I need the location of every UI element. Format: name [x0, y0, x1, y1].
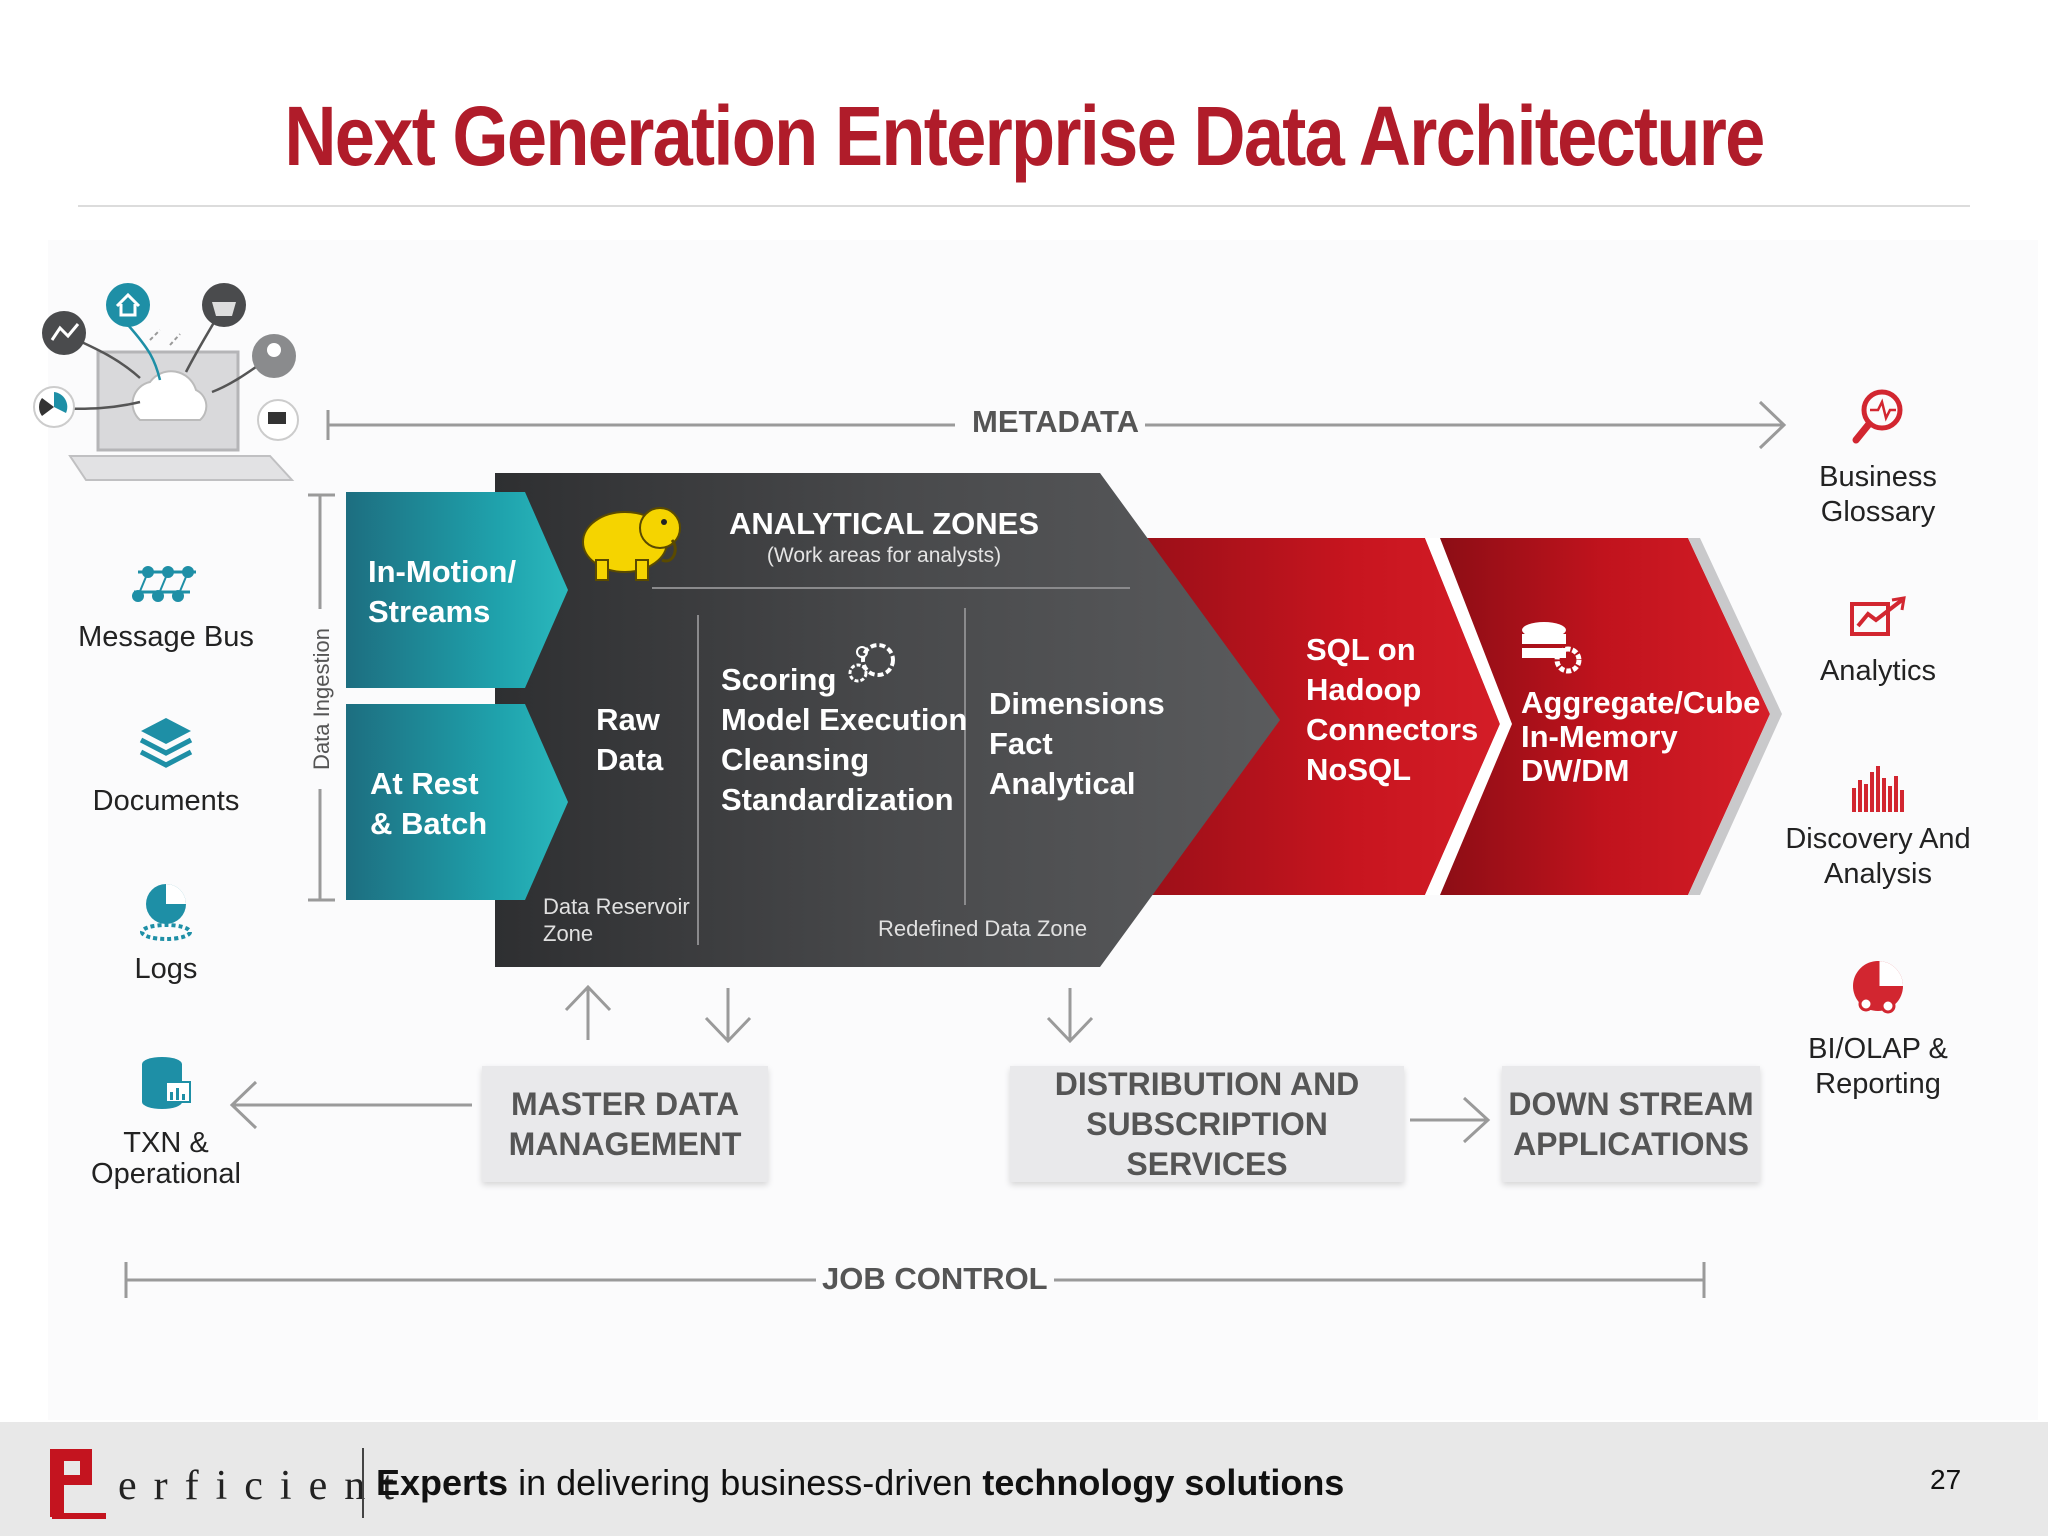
aggregate-label: Aggregate/Cube In-Memory DW/DM: [1521, 685, 1761, 788]
title-divider: [78, 205, 1970, 207]
page-title: Next Generation Enterprise Data Architec…: [284, 89, 1765, 183]
metadata-arrow: [326, 400, 1787, 450]
hadoop-elephant-icon: [582, 507, 681, 581]
analytical-zones-title: ANALYTICAL ZONES: [728, 506, 1040, 541]
distribution-subscription-box: DISTRIBUTION AND SUBSCRIPTION SERVICES: [1010, 1066, 1404, 1182]
laptop-cloud-illustration: [33, 283, 299, 481]
source-label-message-bus: Message Bus: [78, 621, 254, 653]
database-gear-icon: [1522, 622, 1582, 674]
page-number: 27: [1930, 1464, 1962, 1495]
database-chart-icon: [142, 1057, 191, 1109]
data-ingestion-label: Data Ingestion: [309, 609, 335, 789]
tagline-bold-solutions: technology solutions: [982, 1462, 1345, 1503]
home-icon: [106, 283, 150, 327]
source-label-documents: Documents: [92, 785, 240, 817]
tagline-bold-experts: Experts: [376, 1462, 509, 1503]
analytical-zones-subtitle: (Work areas for analysts): [766, 544, 1002, 567]
architecture-diagram: [33, 283, 1906, 1298]
batch-chevron: [346, 704, 568, 900]
master-data-management-box: MASTER DATA MANAGEMENT: [482, 1066, 768, 1182]
source-label-logs: Logs: [134, 953, 198, 985]
output-label-business-glossary: Business Glossary: [1819, 461, 1937, 528]
flow-arrows: [229, 984, 1491, 1144]
metadata-label: METADATA: [966, 404, 1146, 440]
documents-stack-icon: [139, 718, 193, 768]
pie-gear-icon: [1853, 961, 1903, 1014]
trend-chart-icon: [1850, 596, 1906, 636]
dimensions-label: Dimensions Fact Analytical: [989, 686, 1165, 801]
job-control-label: JOB CONTROL: [816, 1261, 1054, 1297]
sql-hadoop-chevron: [1140, 538, 1500, 895]
redefined-data-zone-label: Redefined Data Zone: [878, 916, 1088, 941]
footer-separator: [362, 1448, 364, 1518]
perficient-logo-icon: [50, 1449, 106, 1519]
tagline-middle: in delivering business-driven: [508, 1462, 983, 1503]
footer-bar: [0, 1422, 2048, 1536]
aggregate-chevron: [1440, 538, 1770, 895]
downstream-applications-box: DOWN STREAM APPLICATIONS: [1502, 1066, 1760, 1182]
footer-tagline: Experts in delivering business-driven te…: [376, 1462, 1344, 1504]
raw-data-label: Raw Data: [596, 702, 664, 777]
processing-steps-label: Scoring Model Execution Cleansing Standa…: [721, 662, 968, 817]
sql-hadoop-label: SQL on Hadoop Connectors NoSQL: [1306, 632, 1479, 787]
source-label-txn: TXN & Operational: [91, 1127, 241, 1190]
brand-wordmark: erficient: [118, 1463, 411, 1509]
cloud-icon: [131, 370, 208, 421]
analytical-zones-chevron: [495, 473, 1280, 967]
bar-chart-icon: [1852, 766, 1904, 812]
output-label-discovery: Discovery And Analysis: [1785, 823, 1971, 890]
streams-label: In-Motion/ Streams: [368, 554, 517, 629]
logs-icon: [140, 884, 192, 941]
output-label-bi-olap: BI/OLAP & Reporting: [1808, 1033, 1948, 1100]
output-label-analytics: Analytics: [1819, 655, 1937, 687]
magnifier-pulse-icon: [1852, 389, 1903, 444]
message-bus-icon: [132, 566, 196, 602]
streams-chevron: [346, 492, 568, 688]
laptop-keyboard: [68, 455, 295, 481]
data-reservoir-zone-label: Data Reservoir Zone: [543, 894, 690, 946]
batch-label: At Rest & Batch: [370, 766, 488, 841]
gears-icon: [848, 643, 895, 683]
